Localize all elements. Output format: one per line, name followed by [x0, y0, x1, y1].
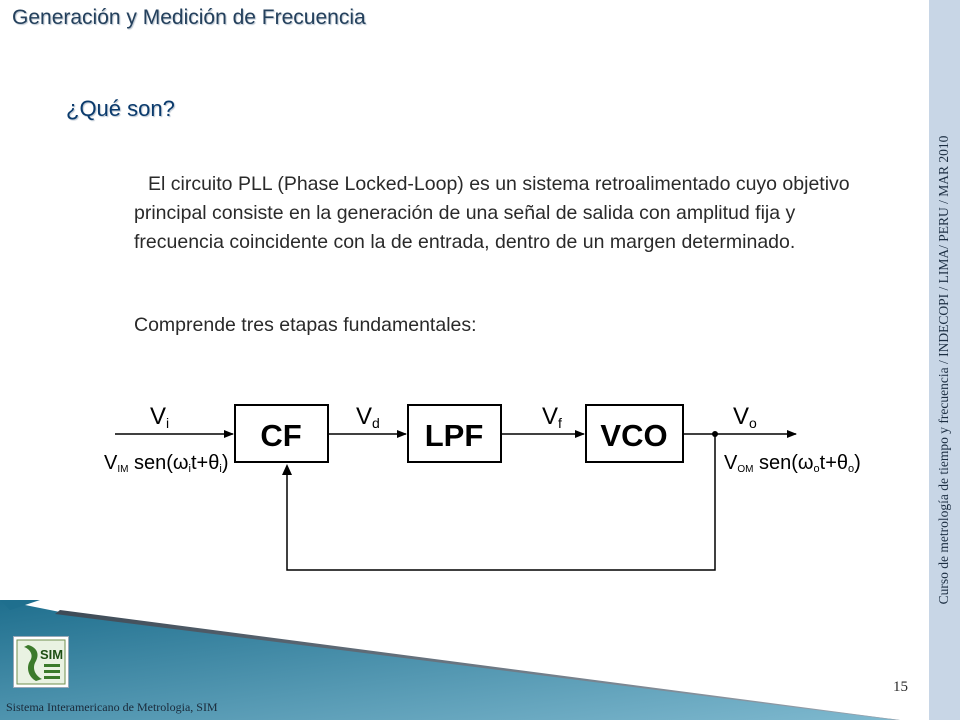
feedback-arrowhead: [282, 464, 292, 475]
output-signal-expression: VOM sen(ωot+θo): [724, 452, 861, 475]
sim-logo-text: SIM: [40, 647, 63, 662]
course-info-vertical: Curso de metrología de tiempo y frecuenc…: [936, 135, 951, 605]
vco-block: [585, 404, 684, 463]
vo-label: Vo: [733, 403, 757, 431]
vi-label: Vi: [150, 403, 169, 431]
sim-logo: SIM: [13, 636, 69, 688]
footer-organization: Sistema Interamericano de Metrologia, SI…: [6, 700, 218, 714]
input-signal-expression: VIM sen(ωit+θi): [104, 452, 229, 475]
slide-title: Generación y Medición de Frecuencia: [12, 6, 366, 29]
footer-swoosh: [0, 600, 900, 720]
vd-label: Vd: [356, 403, 380, 431]
section-heading: ¿Qué son?: [66, 96, 175, 121]
right-side-band: [929, 0, 960, 720]
stages-sentence: Comprende tres etapas fundamentales:: [134, 314, 477, 336]
sim-logo-mark: SIM: [16, 639, 66, 685]
intro-paragraph: El circuito PLL (Phase Locked-Loop) es u…: [134, 173, 850, 253]
lpf-block-label: LPF: [425, 418, 484, 453]
page-number: 15: [893, 679, 908, 695]
cf-block-label: CF: [260, 418, 301, 453]
feedback-line: [286, 434, 716, 571]
pll-block-diagram: CF LPF VCO Vi Vd Vf Vo VIM sen(ωit+θi) V…: [104, 403, 861, 571]
vf-label: Vf: [542, 403, 562, 431]
vco-block-label: VCO: [600, 418, 667, 453]
